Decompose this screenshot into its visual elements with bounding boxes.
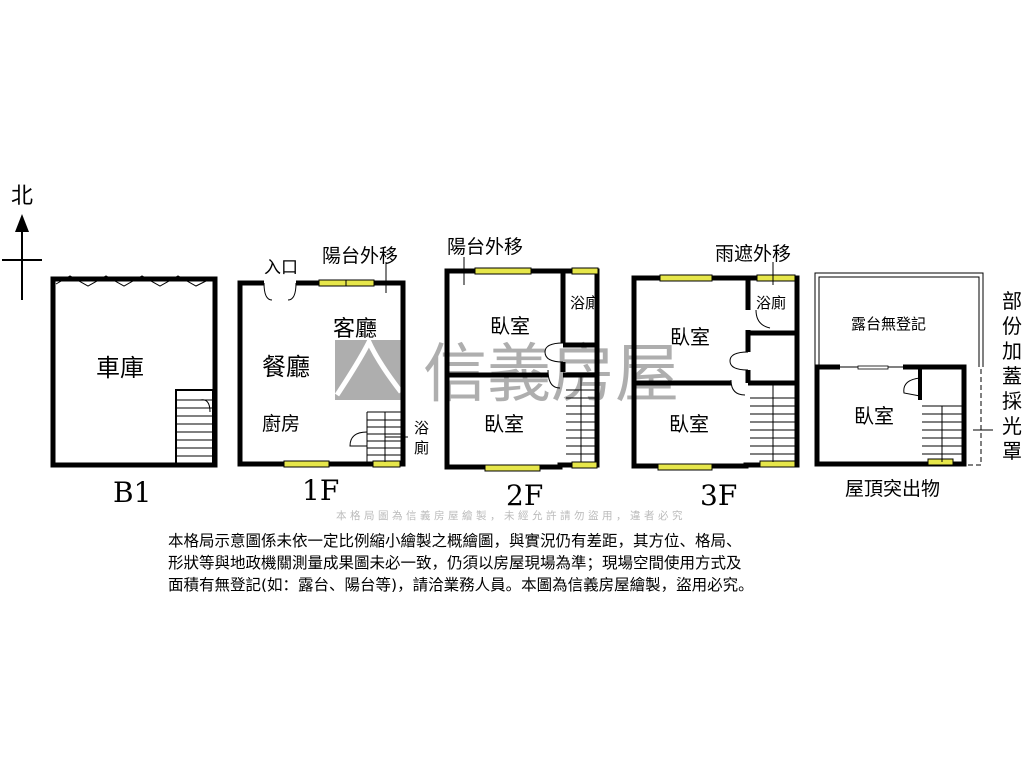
- watermark-small: 本格局圖為信義房屋繪製，未經允許請勿盜用，違者必究: [336, 509, 686, 522]
- floor-label-2f: 2F: [506, 479, 543, 512]
- disclaimer-line: 面積有無登記(如：露台、陽台等)，請洽業務人員。本圖為信義房屋繪製，盜用必究。: [168, 576, 754, 594]
- room-garage: 車庫: [96, 354, 144, 382]
- side-note-char: 光: [1002, 414, 1022, 438]
- room-bedroom-2f-b: 臥室: [484, 412, 524, 436]
- room-dining: 餐廳: [262, 353, 310, 381]
- floor-label-roof: 屋頂突出物: [845, 478, 940, 500]
- room-kitchen: 廚房: [262, 412, 300, 435]
- entrance-label: 入口: [264, 258, 298, 278]
- north-arrow-icon: 北: [2, 184, 42, 300]
- bath-label-bottom: 廁: [414, 439, 429, 457]
- stairs: [175, 389, 214, 465]
- room-living: 客廳: [333, 317, 377, 342]
- floor-label-1f: 1F: [302, 474, 339, 507]
- room-bath-3f: 浴廁: [756, 294, 786, 312]
- stairs: [922, 405, 962, 462]
- room-bedroom-2f-a: 臥室: [490, 314, 530, 338]
- stairs: [750, 385, 797, 462]
- balcony-note-1f: 陽台外移: [322, 245, 398, 267]
- floor-label-b1: B1: [113, 476, 151, 509]
- room-bedroom-3f-a: 臥室: [670, 325, 710, 349]
- floor-roof: 露台無登記 臥室 屋頂突出物 部 份 加 蓋 採 光 罩: [814, 272, 1022, 500]
- room-terrace: 露台無登記: [851, 315, 926, 333]
- bath-label-top: 浴: [414, 419, 429, 437]
- floor-b1: 車庫 B1: [50, 275, 218, 509]
- floor-3f: 雨遮外移 臥室 臥室 浴廁 3F: [631, 243, 800, 512]
- stairs: [566, 377, 597, 462]
- side-note-char: 加: [1002, 339, 1022, 363]
- room-bedroom-3f-b: 臥室: [669, 412, 709, 436]
- floor-2f: 陽台外移 臥室 臥室 浴廁 2F: [444, 236, 600, 512]
- side-note-char: 部: [1002, 289, 1022, 313]
- floor-1f: 入口 陽台外移 客廳 餐廳 廚房 浴 廁 1F: [237, 245, 429, 507]
- canopy-note-3f: 雨遮外移: [715, 243, 791, 265]
- side-note-char: 蓋: [1002, 364, 1022, 388]
- balcony-note-2f: 陽台外移: [447, 236, 523, 258]
- room-bedroom-roof: 臥室: [854, 404, 894, 428]
- floor-label-3f: 3F: [700, 479, 737, 512]
- side-note-char: 採: [1002, 389, 1022, 413]
- side-note-char: 罩: [1002, 439, 1022, 463]
- side-note-skylight: 部 份 加 蓋 採 光 罩: [1002, 289, 1022, 463]
- north-label: 北: [11, 184, 33, 209]
- watermark-logo: [335, 340, 403, 400]
- disclaimer: 本格局示意圖係未依一定比例縮小繪製之概繪圖，與實況仍有差距，其方位、格局、 形狀…: [168, 530, 868, 596]
- side-note-char: 份: [1002, 314, 1022, 338]
- disclaimer-line: 本格局示意圖係未依一定比例縮小繪製之概繪圖，與實況仍有差距，其方位、格局、: [168, 532, 742, 550]
- room-bath-2f: 浴廁: [570, 294, 600, 312]
- disclaimer-line: 形狀等與地政機關測量成果圖未必一致，仍須以房屋現場為準；現場空間使用方式及: [168, 554, 742, 572]
